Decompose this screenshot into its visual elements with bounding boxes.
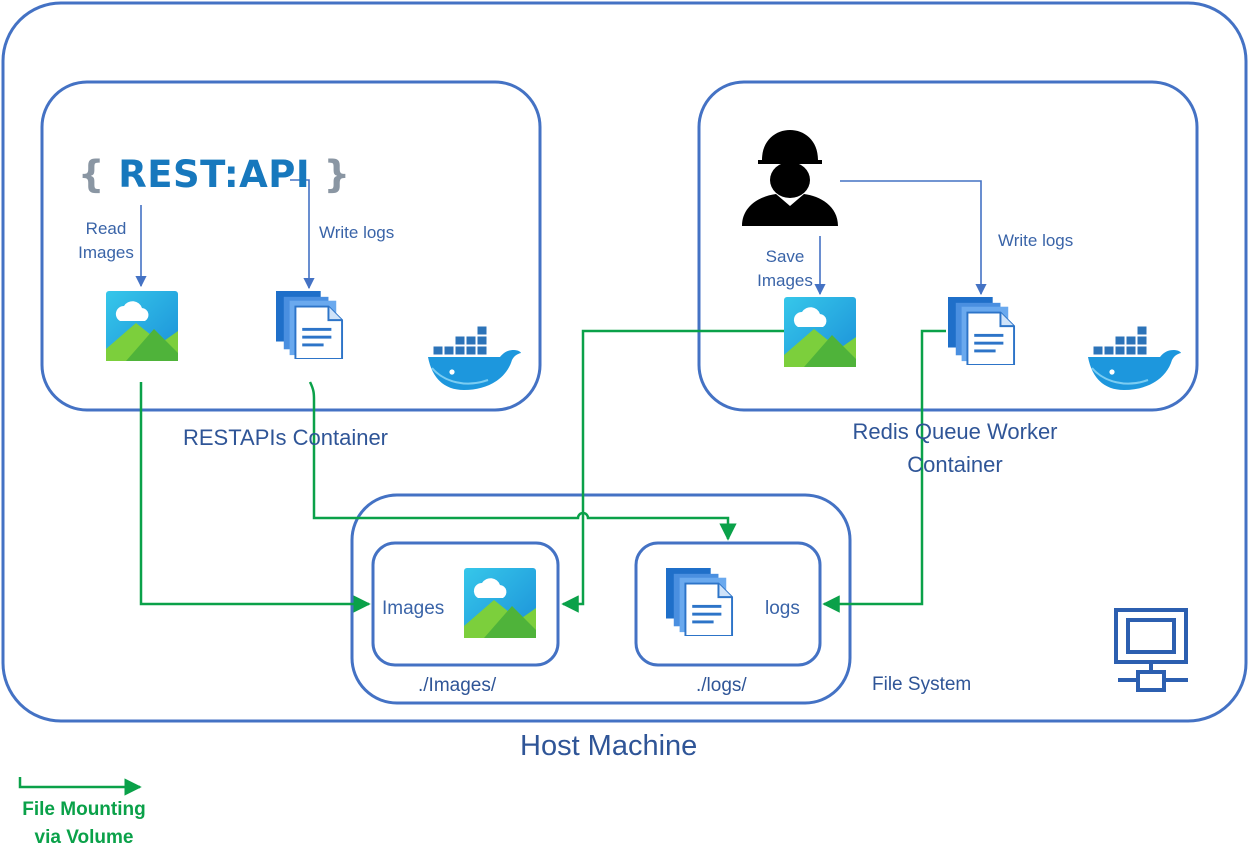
legend-label-line1: File Mounting xyxy=(22,799,146,820)
worker-write-logs-label: Write logs xyxy=(998,231,1074,250)
file-system-label: File System xyxy=(872,674,972,695)
save-images-label-line1: Save xyxy=(765,247,805,266)
rest-write-logs-arrow xyxy=(290,179,315,290)
rest-image-icon xyxy=(106,291,178,361)
save-images-label-line2: Images xyxy=(757,271,813,290)
read-images-label-line2: Images xyxy=(78,243,134,262)
rest-api-logo: { REST:API } xyxy=(78,150,350,200)
rest-container-box xyxy=(40,80,542,412)
rest-logo-close-brace: } xyxy=(323,153,351,196)
legend-green-arrow xyxy=(18,777,142,796)
worker-image-icon xyxy=(784,297,856,367)
legend-label-line2: via Volume xyxy=(34,827,134,848)
worker-logs-mount-line xyxy=(822,329,946,613)
worker-container-title-line2: Container xyxy=(907,452,1003,477)
rest-logs-mount-line xyxy=(308,381,737,541)
logs-path-label: ./logs/ xyxy=(696,675,747,696)
network-computer-icon xyxy=(1114,608,1188,692)
fs-logs-doc-icon xyxy=(666,568,734,636)
rest-write-logs-label: Write logs xyxy=(319,223,395,242)
fs-logs-label: logs xyxy=(765,598,800,619)
logs-folder-box xyxy=(634,541,822,667)
read-images-label: Read Images xyxy=(70,217,142,265)
images-path-label: ./Images/ xyxy=(418,675,497,696)
legend-label: File Mounting via Volume xyxy=(6,796,162,852)
worker-docker-icon xyxy=(1087,325,1182,391)
rest-logo-text: REST:API xyxy=(118,153,311,196)
host-machine-label: Host Machine xyxy=(520,730,698,762)
worker-logs-doc-icon xyxy=(948,297,1016,365)
worker-container-title: Redis Queue Worker Container xyxy=(820,415,1090,481)
save-images-label: Save Images xyxy=(750,245,820,293)
worker-silhouette-icon xyxy=(742,130,838,226)
worker-write-logs-arrow xyxy=(840,180,987,296)
worker-container-title-line1: Redis Queue Worker xyxy=(852,419,1058,444)
rest-container-title: RESTAPIs Container xyxy=(183,425,389,450)
worker-images-mount-line xyxy=(561,329,784,613)
read-images-label-line1: Read xyxy=(85,219,127,238)
images-folder-box xyxy=(371,541,560,667)
fs-images-label: Images xyxy=(382,598,445,619)
rest-images-mount-line xyxy=(139,382,371,613)
rest-docker-icon xyxy=(427,325,522,391)
rest-logs-doc-icon xyxy=(276,291,344,359)
file-system-box xyxy=(350,493,852,705)
worker-container-box xyxy=(697,80,1199,412)
fs-image-icon xyxy=(464,568,536,638)
rest-logo-open-brace: { xyxy=(78,153,105,196)
host-machine-box xyxy=(1,1,1248,723)
